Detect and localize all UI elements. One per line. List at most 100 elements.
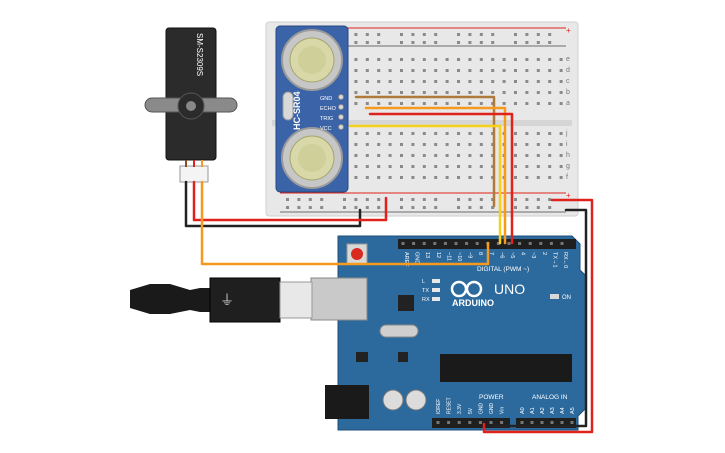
rail-hole xyxy=(536,41,540,44)
sensor-pin-header xyxy=(338,94,344,130)
rail-hole xyxy=(354,33,358,36)
breadboard-hole xyxy=(536,80,540,83)
digital-pin-label: ~11 xyxy=(445,252,451,261)
rail-hole xyxy=(491,206,495,209)
header-pin xyxy=(454,242,458,245)
crystal xyxy=(379,324,419,338)
digital-pin-label: 2 xyxy=(541,252,547,255)
breadboard-hole xyxy=(525,91,529,94)
analog-pin-label: A2 xyxy=(540,407,546,414)
breadboard-hole xyxy=(365,154,369,157)
reset-button xyxy=(351,248,363,260)
breadboard-hole xyxy=(457,58,460,61)
digital-pin-label: 7 xyxy=(488,252,494,255)
rail-hole xyxy=(377,198,381,201)
bottom-power-rail xyxy=(286,198,552,209)
wire-gnd xyxy=(492,208,588,428)
header-pin xyxy=(478,421,482,424)
rail-hole xyxy=(297,198,301,201)
breadboard-hole xyxy=(411,132,415,135)
analog-pin-label: A1 xyxy=(530,407,536,414)
power-pin-label: IOREF xyxy=(436,399,442,414)
breadboard-hole xyxy=(468,154,472,157)
breadboard-hole xyxy=(536,132,540,135)
breadboard-hole xyxy=(559,58,563,61)
analog-pin-label: A0 xyxy=(520,407,526,414)
rail-hole xyxy=(422,33,426,36)
breadboard-hole xyxy=(445,69,449,72)
breadboard-hole xyxy=(491,69,495,72)
breadboard-hole xyxy=(422,102,426,105)
rail-hole xyxy=(434,198,438,201)
rail-hole xyxy=(286,206,289,209)
breadboard-hole xyxy=(400,165,403,168)
breadboard-hole xyxy=(457,80,460,83)
breadboard-hole xyxy=(377,58,381,61)
breadboard-hole xyxy=(445,102,449,105)
wire-servo-vcc xyxy=(192,180,388,222)
breadboard-hole xyxy=(457,165,460,168)
rail-hole xyxy=(468,198,472,201)
breadboard-hole xyxy=(536,176,540,179)
breadboard-hole xyxy=(559,165,563,168)
digital-pin-label: 13 xyxy=(424,252,430,258)
wire-servo-signal xyxy=(200,180,490,266)
rail-hole xyxy=(343,198,346,201)
breadboard-hole xyxy=(514,58,517,61)
breadboard-hole xyxy=(422,69,426,72)
digital-pin-label: ~10 xyxy=(456,252,462,261)
breadboard-hole xyxy=(400,132,403,135)
breadboard-hole xyxy=(479,80,483,83)
led-label: TX xyxy=(422,288,429,294)
digital-label: DIGITAL (PWM ~) xyxy=(477,266,529,273)
rail-hole xyxy=(434,206,438,209)
breadboard-hole xyxy=(536,143,540,146)
breadboard-hole xyxy=(354,154,358,157)
analog-pin-label: A4 xyxy=(560,407,566,414)
breadboard-hole xyxy=(365,176,369,179)
rail-hole xyxy=(354,41,358,44)
rail-hole xyxy=(536,206,540,209)
breadboard-hole xyxy=(491,132,495,135)
rail-hole xyxy=(411,206,415,209)
sensor-pin-label: ECHO xyxy=(320,106,337,112)
power-pin-label: 5V xyxy=(468,407,474,414)
header-pin xyxy=(475,242,479,245)
rail-hole xyxy=(514,41,517,44)
breadboard-hole xyxy=(354,69,358,72)
rail-hole xyxy=(468,206,472,209)
rail-hole xyxy=(479,41,483,44)
rail-hole xyxy=(479,206,483,209)
breadboard-hole xyxy=(445,80,449,83)
breadboard-hole xyxy=(388,154,392,157)
breadboard-hole xyxy=(422,154,426,157)
rail-hole xyxy=(400,33,403,36)
row-letter: f xyxy=(566,174,568,181)
breadboard-hole xyxy=(525,176,529,179)
usb-port xyxy=(310,277,368,321)
breadboard-hole xyxy=(457,154,460,157)
rail-hole xyxy=(536,33,540,36)
breadboard-hole xyxy=(388,102,392,105)
breadboard-hole xyxy=(354,176,358,179)
breadboard-hole xyxy=(502,91,506,94)
power-label: POWER xyxy=(479,394,504,401)
row-letter: j xyxy=(565,130,568,137)
breadboard-hole xyxy=(400,58,403,61)
led-label: RX xyxy=(422,297,430,303)
header-pin xyxy=(496,242,500,245)
breadboard-hole xyxy=(445,91,449,94)
wire-5v xyxy=(482,198,594,434)
breadboard-hole xyxy=(468,132,472,135)
breadboard-hole xyxy=(468,176,472,179)
breadboard-hole xyxy=(479,69,483,72)
breadboard-hole xyxy=(525,165,529,168)
breadboard-hole xyxy=(388,143,392,146)
rail-hole xyxy=(286,198,289,201)
breadboard-hole xyxy=(388,176,392,179)
breadboard-hole xyxy=(400,154,403,157)
breadboard-hole xyxy=(468,58,472,61)
servo-model-label: SM-S2309S xyxy=(195,33,204,76)
breadboard-hole xyxy=(536,154,540,157)
